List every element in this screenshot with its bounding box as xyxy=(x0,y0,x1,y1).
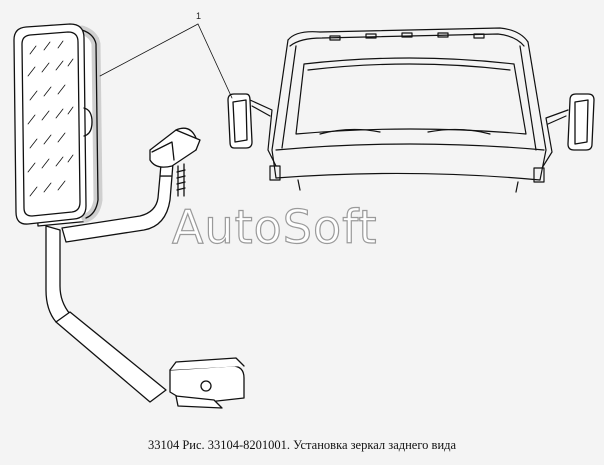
mirror-glass-reflection xyxy=(27,40,74,197)
watermark: AutoSoft xyxy=(171,199,378,254)
mirror-head-large xyxy=(13,23,103,227)
mirror-bracket-arm xyxy=(45,149,175,403)
truck-cab-outline xyxy=(249,27,569,193)
callout-leader-lines xyxy=(99,23,233,99)
callout-number: 1 xyxy=(196,11,202,21)
base-mount xyxy=(169,357,245,409)
cab-mirror-right xyxy=(567,93,595,151)
figure-caption: 33104 Рис. 33104-8201001. Установка зерк… xyxy=(147,438,457,452)
cab-mirror-left xyxy=(227,93,253,149)
clamp-knob xyxy=(149,127,201,197)
